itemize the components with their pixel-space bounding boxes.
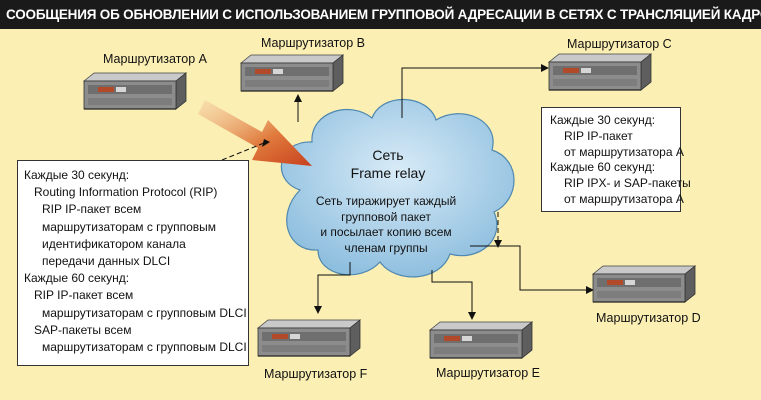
router-f-icon [257, 319, 361, 357]
diagram-title: СООБЩЕНИЯ ОБ ОБНОВЛЕНИИ С ИСПОЛЬЗОВАНИЕМ… [0, 0, 761, 29]
cloud-title-line-2: Frame relay [350, 165, 426, 181]
box-line: от маршрутизатора A [564, 144, 684, 159]
multicast-arrow [198, 100, 312, 166]
cloud-title: Сеть Frame relay [346, 146, 430, 182]
cloud-desc-line: групповой пакет [341, 209, 431, 224]
box-line: Каждые 60 секунд: [550, 160, 656, 175]
cloud-desc-line: и посылает копию всем [320, 225, 452, 239]
frame-relay-cloud [280, 98, 515, 278]
box-line: RIP IP-пакет [564, 128, 633, 143]
box-line: RIP IPX- и SAP-пакеты [564, 176, 691, 191]
router-d-label: Маршрутизатор D [596, 311, 701, 325]
box-line: Routing Information Protocol (RIP) [34, 185, 218, 200]
router-b-label: Маршрутизатор B [261, 36, 365, 50]
box-line: маршрутизаторам с групповым DLCI [42, 340, 247, 355]
box-line: Каждые 30 секунд: [550, 113, 656, 127]
router-e-label: Маршрутизатор E [436, 366, 540, 380]
box-line: RIP IP-пакет всем [42, 202, 142, 217]
router-e-icon [429, 321, 533, 359]
router-a-icon [83, 72, 187, 110]
router-c-label: Маршрутизатор C [567, 37, 672, 51]
box-line: маршрутизаторам с групповым [42, 219, 217, 234]
box-line: маршрутизаторам с групповым DLCI [42, 305, 247, 320]
box-line: RIP IP-пакет всем [34, 288, 134, 303]
router-a-update-box: Каждые 30 секунд: Routing Information Pr… [17, 160, 249, 366]
router-f-label: Маршрутизатор F [264, 367, 368, 381]
router-b-icon [240, 54, 344, 92]
box-line: SAP-пакеты всем [34, 322, 132, 337]
box-line: Каждые 30 секунд: [24, 168, 130, 182]
cloud-desc-line: Сеть тиражирует каждый [315, 194, 457, 208]
router-c-icon [548, 53, 652, 91]
cloud-description: Сеть тиражирует каждый групповой пакет и… [306, 194, 466, 256]
cloud-title-line-1: Сеть [372, 147, 404, 163]
box-line: идентификатором канала [42, 236, 186, 251]
router-a-label: Маршрутизатор A [103, 52, 207, 66]
cloud-desc-line: членам группы [344, 240, 428, 255]
box-line: от маршрутизатора A [564, 191, 684, 206]
router-d-icon [592, 265, 696, 303]
box-line: передачи данных DLCI [42, 254, 171, 269]
box-line: Каждые 60 секунд: [24, 271, 130, 286]
router-c-received-box: Каждые 30 секунд: RIP IP-пакет от маршру… [541, 107, 691, 212]
